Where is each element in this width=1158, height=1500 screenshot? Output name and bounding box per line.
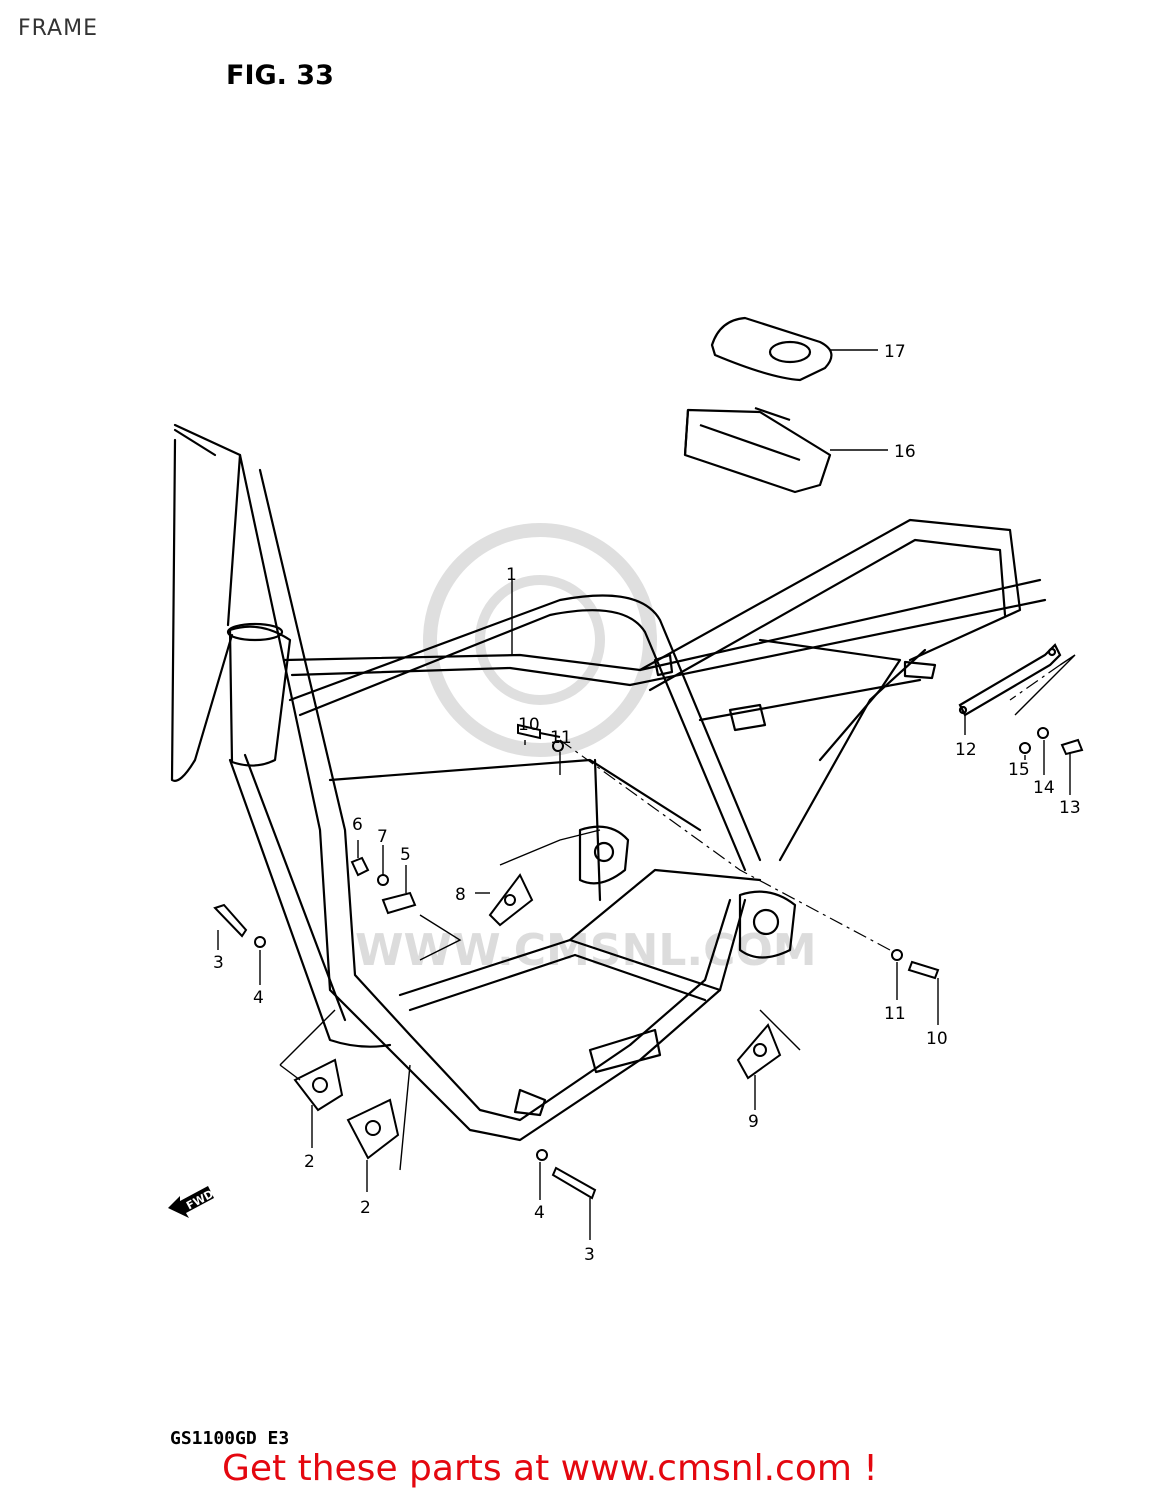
callout-7: 7 [377, 827, 388, 847]
callout-3: 3 [213, 953, 224, 973]
callout-16: 16 [894, 442, 916, 462]
part-12-bracket [958, 643, 1062, 717]
part-16-tray [683, 406, 832, 494]
callout-14: 14 [1033, 778, 1055, 798]
leader-lines [217, 349, 1076, 1240]
figure-number: FIG. 33 [226, 60, 334, 91]
part-17-cover [710, 316, 833, 382]
callout-3: 3 [584, 1245, 595, 1265]
watermark-text: WWW.CMSNL.COM [355, 925, 817, 976]
callout-5: 5 [400, 845, 411, 865]
fasteners [213, 723, 1084, 1200]
callout-17: 17 [884, 342, 906, 362]
page-title: FRAME [18, 16, 98, 41]
callout-9: 9 [748, 1112, 759, 1132]
callout-10: 10 [518, 715, 540, 735]
alignment-lines [559, 664, 1061, 951]
frame-body [170, 423, 1047, 1142]
callout-8: 8 [455, 885, 466, 905]
callout-13: 13 [1059, 798, 1081, 818]
fwd-arrow-icon: FWD [168, 1186, 216, 1218]
callout-1: 1 [506, 565, 517, 585]
callout-6: 6 [352, 815, 363, 835]
callout-15: 15 [1008, 760, 1030, 780]
promo-link[interactable]: Get these parts at www.cmsnl.com ! [222, 1448, 878, 1489]
callout-4: 4 [253, 988, 264, 1008]
callout-12: 12 [955, 740, 977, 760]
callout-11: 11 [550, 728, 572, 748]
callout-2: 2 [304, 1152, 315, 1172]
callout-2: 2 [360, 1198, 371, 1218]
callout-10: 10 [926, 1029, 948, 1049]
model-code: GS1100GD E3 [170, 1428, 290, 1449]
callout-4: 4 [534, 1203, 545, 1223]
callout-11: 11 [884, 1004, 906, 1024]
callout-labels: 1 2 2 3 3 4 4 5 6 7 8 9 10 10 11 11 12 1… [213, 342, 1081, 1265]
